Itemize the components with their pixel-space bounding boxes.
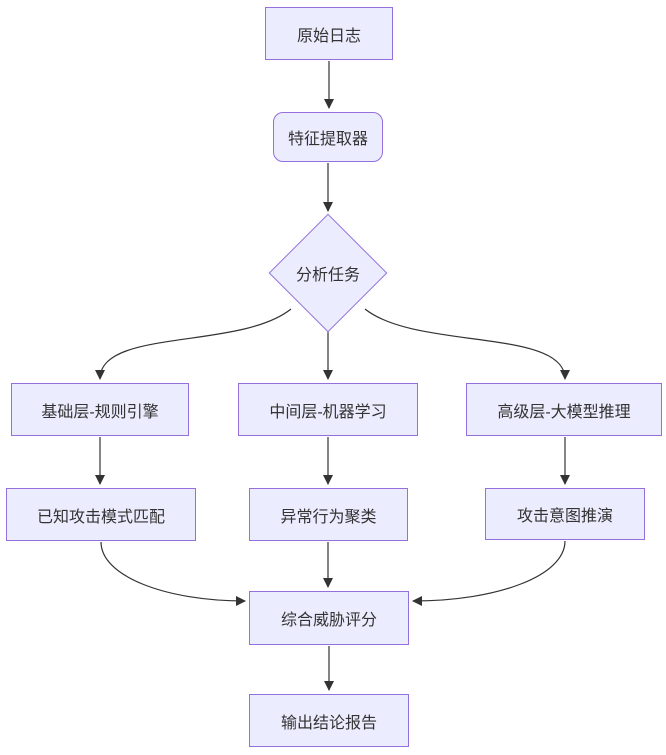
node-final-report: 输出结论报告: [249, 694, 409, 747]
edge-analysis-task-to-advanced-layer: [364, 308, 570, 380]
node-advanced-layer-label: 高级层-大模型推理: [497, 403, 631, 421]
node-feature-extractor-label: 特征提取器: [287, 131, 368, 148]
edge-analysis-task-to-base-layer: [95, 308, 292, 380]
node-middle-layer: 中间层-机器学习: [238, 383, 418, 436]
node-base-layer-label: 基础层-规则引擎: [41, 403, 159, 421]
node-raw-logs: 原始日志: [265, 7, 393, 60]
edge-intent-deduction-to-threat-score: [412, 540, 566, 606]
node-base-layer: 基础层-规则引擎: [11, 383, 189, 436]
node-threat-score: 综合威胁评分: [249, 591, 409, 645]
node-anomaly-cluster-label: 异常行为聚类: [280, 508, 377, 526]
edge-pattern-match-to-threat-score: [100, 541, 246, 606]
node-feature-extractor: 特征提取器: [273, 112, 383, 162]
node-threat-score-label: 综合威胁评分: [280, 612, 377, 629]
node-raw-logs-label: 原始日志: [296, 27, 361, 45]
node-final-report-label: 输出结论报告: [280, 714, 377, 732]
node-anomaly-cluster: 异常行为聚类: [249, 488, 408, 541]
node-intent-deduction-label: 攻击意图推演: [516, 508, 613, 525]
node-middle-layer-label: 中间层-机器学习: [269, 403, 387, 421]
node-advanced-layer: 高级层-大模型推理: [466, 383, 662, 436]
node-intent-deduction: 攻击意图推演: [485, 488, 645, 540]
node-pattern-match: 已知攻击模式匹配: [6, 488, 196, 541]
node-pattern-match-label: 已知攻击模式匹配: [36, 508, 165, 526]
node-analysis-task-label: 分析任务: [295, 267, 360, 284]
